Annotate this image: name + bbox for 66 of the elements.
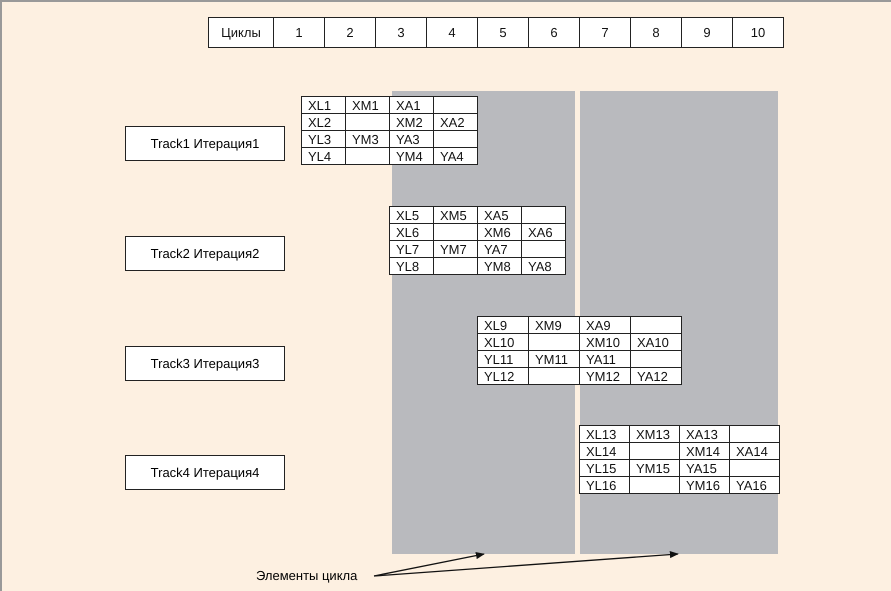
table-cell: XM14 xyxy=(679,442,730,460)
table-cell: XA6 xyxy=(521,223,566,241)
table-cell: YL3 xyxy=(301,130,346,148)
table-cell: XA9 xyxy=(579,316,631,334)
table-cell: YL4 xyxy=(301,147,346,165)
table-cell: XL9 xyxy=(477,316,529,334)
header-cell: 3 xyxy=(375,17,427,48)
table-cell: XA10 xyxy=(630,333,682,351)
table-cell: XM5 xyxy=(433,206,478,224)
table-cell: YA4 xyxy=(433,147,478,165)
table-cell: XL2 xyxy=(301,113,346,131)
track-box: Track4 Итерация4 xyxy=(125,455,285,490)
table-cell: YA8 xyxy=(521,257,566,275)
table-cell: XL14 xyxy=(579,442,630,460)
track-box: Track2 Итерация2 xyxy=(125,236,285,271)
header-cell: 1 xyxy=(273,17,325,48)
arrow xyxy=(374,551,679,577)
table-cell: XL10 xyxy=(477,333,529,351)
table-cell: YM16 xyxy=(679,476,730,494)
table-cell: YL8 xyxy=(389,257,434,275)
header-cell: 10 xyxy=(732,17,784,48)
callout-text: Элементы цикла xyxy=(256,568,374,588)
table-cell: XM1 xyxy=(345,96,390,114)
table-cell: YA11 xyxy=(579,350,631,368)
table-cell: XL1 xyxy=(301,96,346,114)
table-cell: XA14 xyxy=(729,442,780,460)
table-cell: XL6 xyxy=(389,223,434,241)
table-cell: YA15 xyxy=(679,459,730,477)
table-cell: YL16 xyxy=(579,476,630,494)
header-cell: 7 xyxy=(579,17,631,48)
table-cell: XA2 xyxy=(433,113,478,131)
table-cell: XM2 xyxy=(389,113,434,131)
table-cell: XM13 xyxy=(629,425,680,443)
table-cell: YL7 xyxy=(389,240,434,258)
track-box: Track3 Итерация3 xyxy=(125,346,285,381)
table-cell: YM15 xyxy=(629,459,680,477)
table-cell: XM6 xyxy=(477,223,522,241)
table-cell: YA12 xyxy=(630,367,682,385)
header-cell: 4 xyxy=(426,17,478,48)
header-cell: 9 xyxy=(681,17,733,48)
table-cell: XM9 xyxy=(528,316,580,334)
arrow xyxy=(374,552,485,577)
table-cell: XL13 xyxy=(579,425,630,443)
header-cell: Циклы xyxy=(208,17,274,48)
table-cell: YM3 xyxy=(345,130,390,148)
table-cell: XL5 xyxy=(389,206,434,224)
table-cell: YM7 xyxy=(433,240,478,258)
table-cell: XM10 xyxy=(579,333,631,351)
table-cell: YL11 xyxy=(477,350,529,368)
table-cell: YM11 xyxy=(528,350,580,368)
header-cell: 2 xyxy=(324,17,376,48)
header-cell: 8 xyxy=(630,17,682,48)
header-cell: 5 xyxy=(477,17,529,48)
table-cell: YA3 xyxy=(389,130,434,148)
table-cell: YM8 xyxy=(477,257,522,275)
table-cell: XA13 xyxy=(679,425,730,443)
table-cell: YL12 xyxy=(477,367,529,385)
table-cell: YL15 xyxy=(579,459,630,477)
track-box: Track1 Итерация1 xyxy=(125,126,285,161)
table-cell: YM4 xyxy=(389,147,434,165)
table-cell: YA7 xyxy=(477,240,522,258)
header-cell: 6 xyxy=(528,17,580,48)
table-cell: YA16 xyxy=(729,476,780,494)
table-cell: XA5 xyxy=(477,206,522,224)
table-cell: YM12 xyxy=(579,367,631,385)
table-cell: XA1 xyxy=(389,96,434,114)
